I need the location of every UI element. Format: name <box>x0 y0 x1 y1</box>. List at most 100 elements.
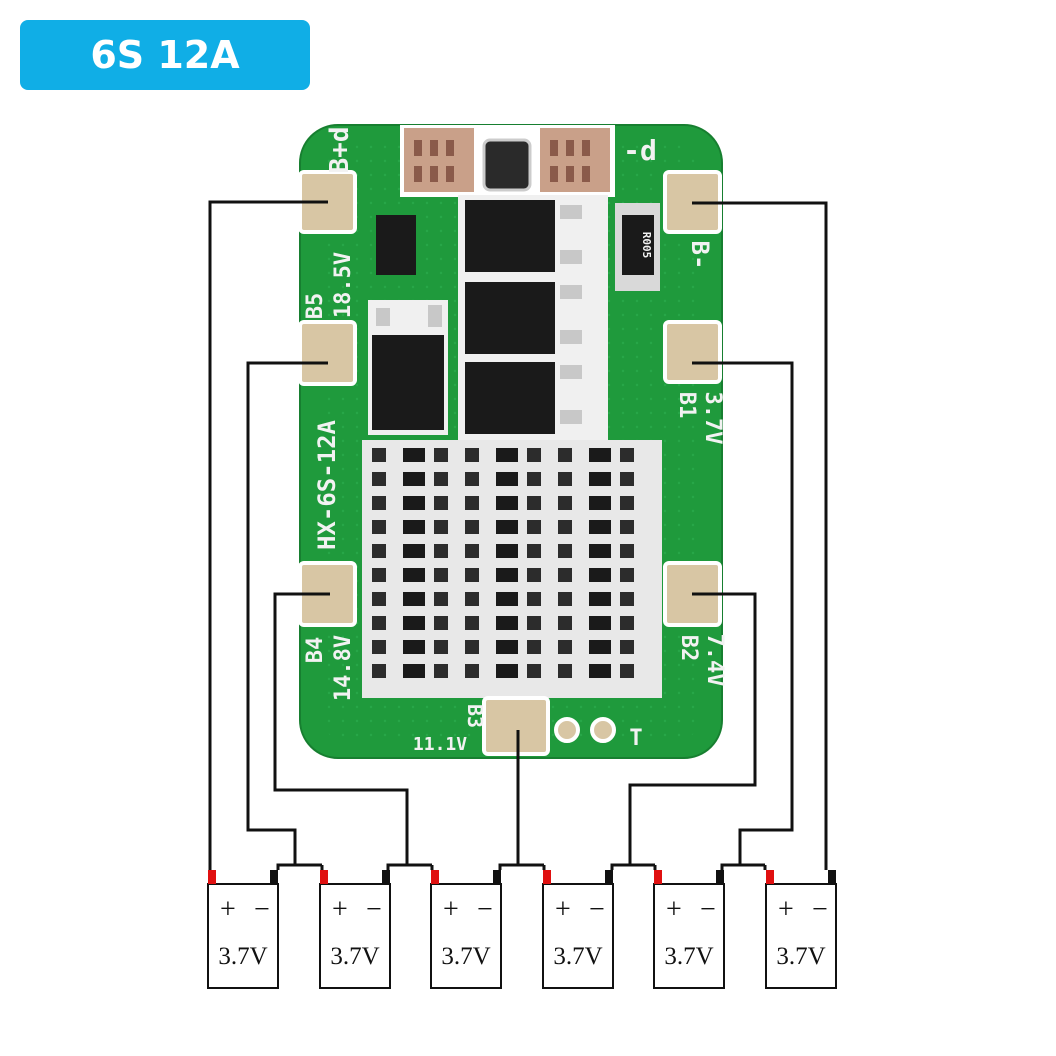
negative-terminal <box>493 870 501 884</box>
smd-component <box>465 496 479 510</box>
label-t: T <box>629 726 642 751</box>
chip-array <box>362 440 662 698</box>
cell-plus-sign: + <box>443 894 459 925</box>
smd-component <box>496 472 518 486</box>
positive-terminal <box>208 870 216 884</box>
smd-component <box>403 568 425 582</box>
smd-component <box>620 568 634 582</box>
mosfet-group <box>458 195 608 440</box>
negative-terminal <box>716 870 724 884</box>
smd-component <box>496 664 518 678</box>
smd-component <box>403 448 425 462</box>
smd-component <box>372 664 386 678</box>
smd-component <box>372 544 386 558</box>
battery-cell: +−3.7V <box>207 870 279 989</box>
smd-component <box>527 496 541 510</box>
positive-terminal <box>654 870 662 884</box>
positive-terminal <box>543 870 551 884</box>
label-minus-d: -d <box>623 134 657 167</box>
smd-component <box>558 448 572 462</box>
smd-component <box>403 592 425 606</box>
positive-terminal <box>766 870 774 884</box>
smd-component <box>620 496 634 510</box>
smd-component <box>589 592 611 606</box>
smd-component <box>558 616 572 630</box>
cell-plus-sign: + <box>778 894 794 925</box>
cell-voltage: 3.7V <box>218 943 267 970</box>
smd-component <box>589 616 611 630</box>
smd-component <box>589 520 611 534</box>
title-badge: 6S 12A <box>20 20 310 90</box>
smd-component <box>527 544 541 558</box>
connector-right <box>540 128 610 192</box>
battery-cell: +−3.7V <box>319 870 391 989</box>
negative-terminal <box>605 870 613 884</box>
shunt-resistor: R005 <box>615 203 660 291</box>
smd-component <box>434 616 448 630</box>
smd-component <box>589 472 611 486</box>
cell-plus-sign: + <box>555 894 571 925</box>
smd-component <box>589 448 611 462</box>
negative-terminal <box>828 870 836 884</box>
smd-component <box>558 568 572 582</box>
smd-component <box>558 520 572 534</box>
label-b3: B3 <box>463 704 487 728</box>
cell-voltage: 3.7V <box>664 943 713 970</box>
smd-component <box>620 472 634 486</box>
smd-component <box>465 640 479 654</box>
smd-component <box>496 496 518 510</box>
battery-cell-body <box>765 883 837 989</box>
smd-component <box>620 544 634 558</box>
smd-component <box>589 664 611 678</box>
battery-cell-body <box>430 883 502 989</box>
smd-component <box>527 616 541 630</box>
cell-voltage: 3.7V <box>553 943 602 970</box>
smd-component <box>527 448 541 462</box>
label-b1: B1 <box>674 392 699 419</box>
smd-component <box>434 472 448 486</box>
smd-component <box>434 448 448 462</box>
label-b2: B2 <box>676 635 701 662</box>
smd-component <box>558 472 572 486</box>
smd-component <box>620 448 634 462</box>
battery-cell-body <box>542 883 614 989</box>
smd-component <box>527 664 541 678</box>
label-b1-voltage: 3.7V <box>700 392 725 445</box>
smd-component <box>496 568 518 582</box>
battery-cell-body <box>319 883 391 989</box>
label-b5: B5 <box>303 293 328 320</box>
cell-voltage: 3.7V <box>776 943 825 970</box>
smd-component <box>403 664 425 678</box>
smd-component <box>403 640 425 654</box>
smd-component <box>589 496 611 510</box>
label-b4: B4 <box>303 637 328 664</box>
smd-component <box>620 592 634 606</box>
smd-component <box>558 544 572 558</box>
smd-component <box>372 448 386 462</box>
smd-component <box>465 520 479 534</box>
label-b-minus: B- <box>686 241 714 270</box>
cell-minus-sign: − <box>366 894 382 925</box>
smd-component <box>527 640 541 654</box>
cell-plus-sign: + <box>332 894 348 925</box>
label-b2-voltage: 7.4V <box>702 634 727 687</box>
battery-cell: +− 3.7V <box>765 870 837 989</box>
wire-b-plus <box>208 200 328 870</box>
cell-minus-sign: − <box>477 894 493 925</box>
pad-t2 <box>590 717 616 743</box>
smd-component <box>558 496 572 510</box>
smd-component <box>403 472 425 486</box>
label-b3-voltage: 11.1V <box>413 734 467 755</box>
positive-terminal <box>431 870 439 884</box>
smd-component <box>558 664 572 678</box>
smd-component <box>434 520 448 534</box>
label-b4-voltage: 14.8V <box>331 635 356 701</box>
battery-cell: +−3.7V <box>542 870 614 989</box>
smd-component <box>465 448 479 462</box>
smd-component <box>372 496 386 510</box>
transistor-top <box>376 215 416 275</box>
cell-minus-sign: − <box>812 894 828 925</box>
smd-component <box>620 616 634 630</box>
smd-component <box>620 520 634 534</box>
cell-plus-sign: + <box>220 894 236 925</box>
